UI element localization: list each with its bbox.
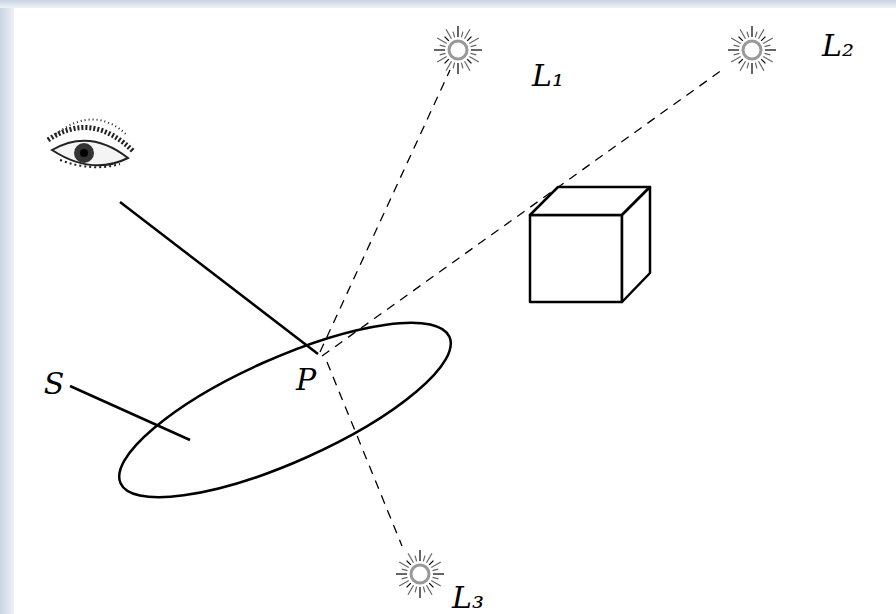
light-ray-stroke bbox=[433, 569, 439, 571]
light-ray-stroke bbox=[467, 59, 471, 63]
light-ray-stroke bbox=[437, 38, 447, 44]
light-ray-stroke bbox=[402, 569, 408, 571]
light-ray-stroke bbox=[728, 49, 739, 50]
light-ray-stroke bbox=[747, 63, 749, 69]
light-ray-stroke bbox=[763, 57, 773, 63]
light-ray-stroke bbox=[731, 38, 741, 44]
light-ray-stroke bbox=[467, 37, 471, 41]
light-bulb bbox=[743, 41, 761, 59]
view-ray bbox=[120, 202, 318, 354]
light-ray-stroke bbox=[434, 49, 445, 50]
slide-edge bbox=[0, 0, 14, 614]
light-ray-stroke bbox=[453, 32, 455, 38]
light-ray-stroke bbox=[431, 562, 441, 568]
light-ray-stroke bbox=[423, 587, 425, 593]
light-bulb bbox=[411, 565, 429, 583]
light-ray-stroke bbox=[446, 61, 452, 71]
light-ray-stroke bbox=[415, 587, 417, 593]
light-ray-stroke bbox=[408, 553, 414, 563]
light-label: L₂ bbox=[822, 31, 854, 61]
light-ray-stroke bbox=[419, 587, 420, 598]
light-ray-stroke bbox=[415, 556, 417, 562]
light-ray-stroke bbox=[457, 63, 458, 74]
light-ray-stroke bbox=[407, 561, 411, 565]
light-label: L₁ bbox=[532, 61, 564, 91]
light-ray-stroke bbox=[407, 583, 411, 587]
point-label: P bbox=[296, 365, 316, 395]
light-ray-stroke bbox=[457, 26, 458, 37]
light-ray-stroke bbox=[427, 553, 433, 563]
light-ray-stroke bbox=[440, 53, 446, 55]
light-ray-stroke bbox=[461, 32, 463, 38]
light-ray-stroke bbox=[471, 49, 482, 50]
light-ray-stroke bbox=[755, 32, 757, 38]
surface-ellipse bbox=[99, 289, 470, 530]
light-ray-stroke bbox=[399, 581, 409, 587]
light-ray-stroke bbox=[763, 38, 773, 44]
light-ray-stroke bbox=[751, 26, 752, 37]
light-ray-stroke bbox=[399, 562, 409, 568]
light-icon bbox=[728, 26, 776, 74]
light-ray-stroke bbox=[759, 29, 765, 39]
slide-edge bbox=[0, 0, 896, 8]
light-ray-stroke bbox=[402, 577, 408, 579]
light-ray-stroke bbox=[734, 53, 740, 55]
light-ray-stroke bbox=[740, 29, 746, 39]
cube bbox=[530, 187, 650, 302]
light-ray-stroke bbox=[396, 573, 407, 574]
light-icon bbox=[434, 26, 482, 74]
light-icon bbox=[396, 550, 444, 598]
light-ray-stroke bbox=[469, 38, 479, 44]
light-ray-stroke bbox=[739, 59, 743, 63]
light-ray-stroke bbox=[423, 556, 425, 562]
surface-label: S bbox=[44, 369, 65, 399]
leader-line bbox=[70, 386, 190, 440]
light-ray-stroke bbox=[465, 61, 471, 71]
light-ray-stroke bbox=[755, 63, 757, 69]
light-ray-stroke bbox=[429, 583, 433, 587]
light-ray-stroke bbox=[739, 37, 743, 41]
light-ray-stroke bbox=[433, 573, 444, 574]
light-ray-stroke bbox=[765, 49, 776, 50]
light-sources bbox=[396, 26, 776, 598]
light-ray-stroke bbox=[440, 45, 446, 47]
light-ray-stroke bbox=[445, 59, 449, 63]
light-ray-stroke bbox=[408, 585, 414, 595]
light-ray-stroke bbox=[445, 37, 449, 41]
eye bbox=[48, 119, 134, 167]
light-ray-stroke bbox=[433, 577, 439, 579]
shadow-rays bbox=[320, 70, 722, 546]
light-ray-stroke bbox=[419, 550, 420, 561]
light-ray-stroke bbox=[731, 57, 741, 63]
light-ray-stroke bbox=[759, 61, 765, 71]
light-ray-stroke bbox=[761, 59, 765, 63]
light-ray-stroke bbox=[765, 45, 771, 47]
light-ray-stroke bbox=[446, 29, 452, 39]
light-ray-stroke bbox=[471, 45, 477, 47]
light-ray-stroke bbox=[761, 37, 765, 41]
light-ray-stroke bbox=[453, 63, 455, 69]
light-ray-stroke bbox=[471, 53, 477, 55]
light-label: L₃ bbox=[452, 583, 484, 613]
light-ray-stroke bbox=[427, 585, 433, 595]
light-ray-stroke bbox=[751, 63, 752, 74]
light-ray-stroke bbox=[465, 29, 471, 39]
light-ray-stroke bbox=[469, 57, 479, 63]
light-ray-stroke bbox=[461, 63, 463, 69]
light-ray-stroke bbox=[740, 61, 746, 71]
light-ray-stroke bbox=[765, 53, 771, 55]
light-ray-stroke bbox=[431, 581, 441, 587]
light-ray-stroke bbox=[734, 45, 740, 47]
light-ray-stroke bbox=[429, 561, 433, 565]
light-ray-stroke bbox=[437, 57, 447, 63]
light-bulb bbox=[449, 41, 467, 59]
light-ray-stroke bbox=[747, 32, 749, 38]
